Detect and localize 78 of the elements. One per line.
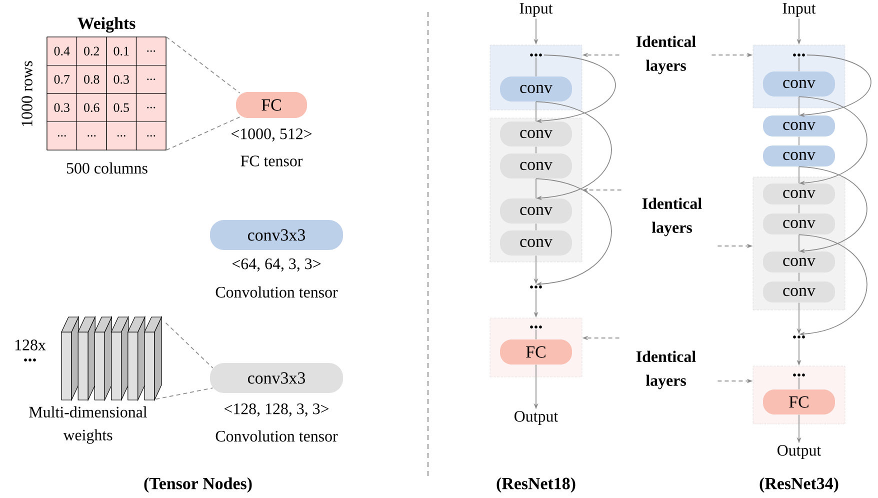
leader-line <box>155 388 214 400</box>
ellipsis-mark: ... <box>530 326 542 328</box>
drawing-caption: Multi-dimensional weights <box>29 406 148 444</box>
connector-line <box>798 57 800 72</box>
matrix-cell: 0.3 <box>46 93 78 122</box>
panel-caption: (Tensor Nodes) <box>144 477 252 493</box>
ellipsis-mark: ... <box>530 54 542 56</box>
skip-connection-arrow <box>798 96 868 186</box>
conv-layer-pill: conv <box>500 76 572 102</box>
ellipsis-mark: ... <box>793 54 805 56</box>
connector-line <box>798 204 800 214</box>
connector-line <box>798 96 800 116</box>
node-caption: <1000, 512> <box>231 128 312 142</box>
matrix-cell: 0.3 <box>106 64 137 94</box>
node-caption: <128, 128, 3, 3> <box>224 403 329 417</box>
io-label: Output <box>778 445 822 459</box>
conv-layer-pill: conv <box>763 146 835 166</box>
conv-layer-pill: conv <box>763 282 835 302</box>
annotation-label: Identical layers <box>642 198 702 236</box>
skip-connection-arrow <box>536 101 612 200</box>
matrix-cell: ... <box>136 36 166 66</box>
conv-layer-pill: conv <box>763 72 835 96</box>
fc-layer-pill: FC <box>763 390 835 414</box>
connector-line <box>798 377 800 390</box>
conv-layer-pill: conv <box>500 154 572 178</box>
matrix-cell: 0.5 <box>106 93 137 122</box>
node-caption: Convolution tensor <box>216 430 338 442</box>
matrix-cell: ... <box>76 121 107 150</box>
matrix-cell: 0.7 <box>46 64 78 94</box>
io-label: Input <box>520 3 553 17</box>
node-caption: <64, 64, 3, 3> <box>232 258 321 272</box>
ellipsis-mark: ... <box>793 374 805 376</box>
leader-line <box>166 36 240 94</box>
conv-layer-pill: conv <box>763 184 835 204</box>
matrix-cell: 0.4 <box>46 36 78 66</box>
fc-layer-pill: FC <box>500 340 572 364</box>
skip-connection-arrow <box>798 166 868 254</box>
conv-layer-pill: conv <box>763 116 835 136</box>
axis-label: 1000 rows <box>22 61 32 126</box>
conv-layer-pill: conv <box>500 198 572 224</box>
leader-line <box>166 116 240 151</box>
conv-layer-pill: conv <box>500 122 572 146</box>
panel-caption: (ResNet18) <box>496 477 576 493</box>
node-caption: 128x <box>15 340 46 350</box>
annotation-label: Identical layers <box>636 36 696 74</box>
matrix-title: Weights <box>78 17 136 33</box>
connector-line <box>798 166 800 184</box>
matrix-cell: ... <box>46 121 78 150</box>
connector-line <box>798 136 800 146</box>
ellipsis-mark: ... <box>793 336 805 338</box>
conv-layer-pill: conv <box>763 252 835 272</box>
skip-connection-arrow <box>798 234 868 336</box>
node-caption: Convolution tensor <box>216 286 338 298</box>
matrix-cell: ... <box>136 64 166 94</box>
matrix-cell: 0.1 <box>106 36 137 66</box>
matrix-cell: 0.2 <box>76 36 107 66</box>
connector-line <box>798 272 800 282</box>
node-caption: FC tensor <box>240 156 303 166</box>
ellipsis-mark: ... <box>24 358 36 362</box>
annotation-label: Identical layers <box>636 350 696 390</box>
ellipsis-mark: ... <box>530 286 542 288</box>
leader-line <box>165 322 214 368</box>
tensor-node-pill: conv3x3 <box>210 363 343 393</box>
matrix-cell: ... <box>136 93 166 122</box>
connector-line <box>798 234 800 252</box>
matrix-cell: ... <box>136 121 166 150</box>
matrix-cell: ... <box>106 121 137 150</box>
io-label: Output <box>514 411 558 425</box>
node-caption: 500 columns <box>66 162 148 174</box>
conv-layer-pill: conv <box>500 230 572 256</box>
skip-connection-arrow <box>536 178 612 286</box>
io-label: Input <box>782 3 816 17</box>
tensor-node-pill: conv3x3 <box>210 220 343 250</box>
conv-layer-pill: conv <box>763 214 835 234</box>
tensor-node-pill: FC <box>236 92 307 118</box>
panel-caption: (ResNet34) <box>760 477 838 493</box>
matrix-cell: 0.6 <box>76 93 107 122</box>
matrix-cell: 0.8 <box>76 64 107 94</box>
